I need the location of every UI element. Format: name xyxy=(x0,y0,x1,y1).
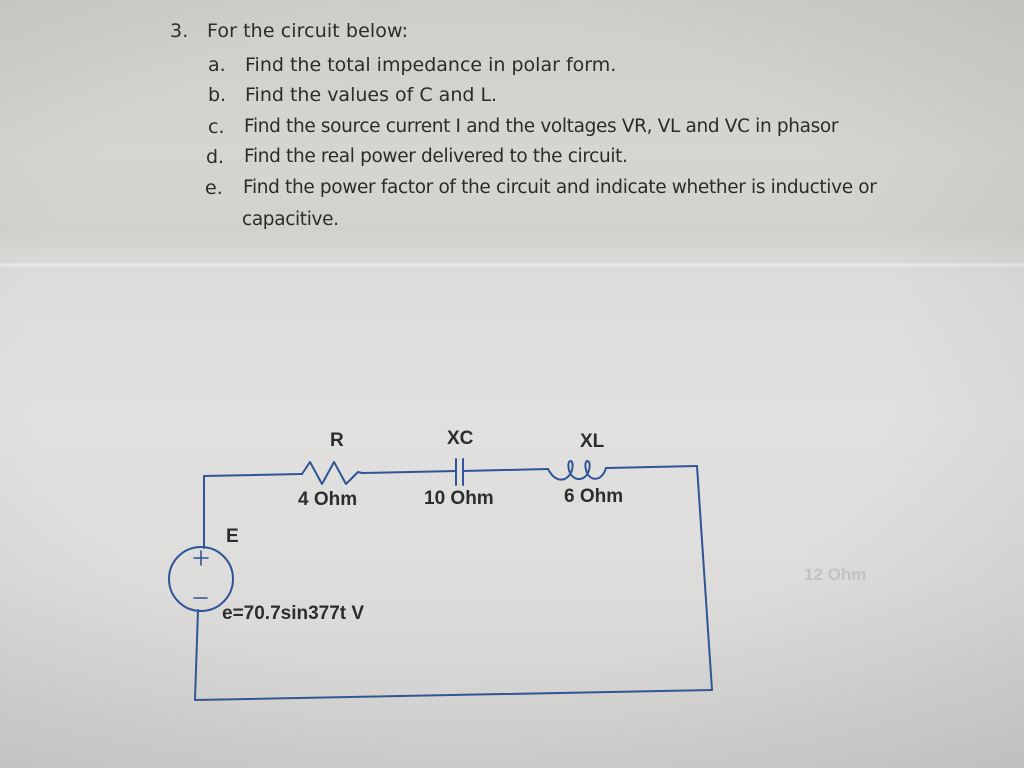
source-equation: e=70.7sin377t V xyxy=(222,603,365,624)
part-b-letter: b. xyxy=(208,84,227,106)
part-a-letter: a. xyxy=(208,54,226,76)
part-a-text: Find the total impedance in polar form. xyxy=(245,54,617,76)
question-number: 3. xyxy=(170,20,189,42)
part-e-letter: e. xyxy=(205,177,223,199)
part-b-text: Find the values of C and L. xyxy=(245,84,498,106)
paper-fold xyxy=(0,262,1024,268)
source-label: E xyxy=(226,526,239,547)
question-intro: For the circuit below: xyxy=(207,20,409,42)
part-c-letter: c. xyxy=(208,116,225,138)
inductor-name: XL xyxy=(580,431,605,452)
capacitor-value: 10 Ohm xyxy=(424,488,494,509)
source-circle xyxy=(168,546,234,612)
resistor-name: R xyxy=(330,430,344,451)
capacitor-name: XC xyxy=(447,428,474,449)
inductor-value: 6 Ohm xyxy=(564,486,624,507)
bleed-through-text: 12 Ohm xyxy=(804,565,867,584)
wire-c-to-l xyxy=(462,468,549,472)
wire-right xyxy=(696,465,713,691)
wire-r-to-c xyxy=(361,470,457,474)
part-e-continuation: capacitive. xyxy=(242,209,339,230)
part-c-text: Find the source current I and the voltag… xyxy=(244,116,839,137)
wire-left-bottom xyxy=(194,609,199,701)
plus-sign xyxy=(193,550,209,566)
part-e-text: Find the power factor of the circuit and… xyxy=(243,177,877,198)
inductor-symbol xyxy=(547,460,607,481)
resistor-value: 4 Ohm xyxy=(298,489,358,510)
part-d-text: Find the real power delivered to the cir… xyxy=(244,146,628,167)
wire-bottom xyxy=(194,689,713,701)
resistor-symbol xyxy=(301,461,363,485)
wire-top-left xyxy=(203,473,303,477)
wire-top-right xyxy=(605,465,698,469)
part-d-letter: d. xyxy=(206,146,225,168)
